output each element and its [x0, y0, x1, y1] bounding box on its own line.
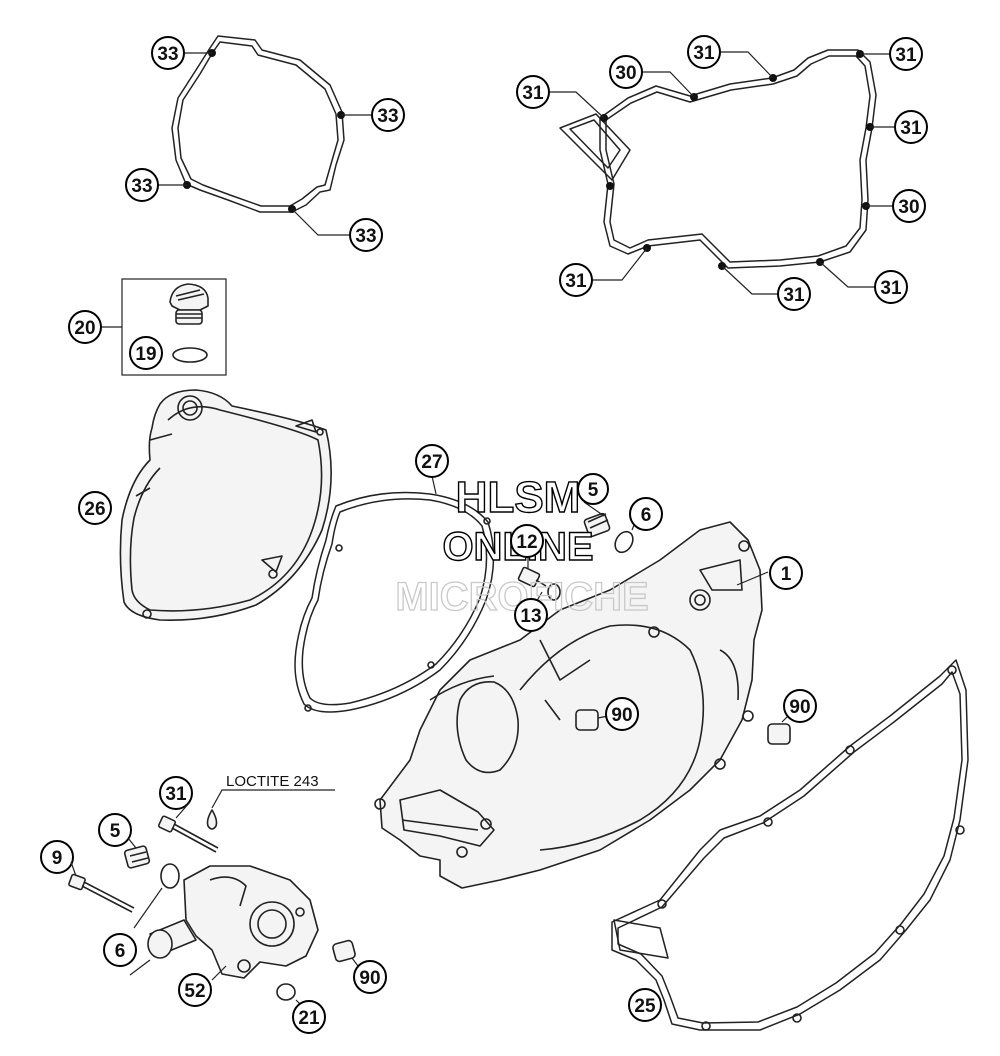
callout-13: 13 [514, 598, 548, 632]
svg-text:90: 90 [611, 705, 632, 726]
svg-text:31: 31 [895, 45, 917, 66]
callout-33: 33 [151, 36, 185, 70]
o-ring-filler-plug [172, 347, 208, 363]
callout-5: 5 [577, 473, 609, 505]
callout-31: 31 [687, 35, 721, 69]
svg-text:33: 33 [157, 44, 178, 65]
gasket-outer-cover [294, 491, 495, 713]
screw-bleed [517, 566, 547, 588]
callout-33: 33 [349, 218, 383, 252]
svg-text:5: 5 [588, 480, 599, 501]
callout-26: 26 [78, 491, 112, 525]
svg-text:19: 19 [135, 344, 156, 365]
gasket-main-cover [611, 659, 969, 1031]
bolt-short [157, 815, 219, 853]
svg-text:31: 31 [900, 118, 922, 139]
svg-text:33: 33 [377, 106, 398, 127]
loctite-drop-icon [206, 809, 218, 830]
callout-31: 31 [894, 110, 928, 144]
callout-19: 19 [129, 336, 163, 370]
svg-text:33: 33 [131, 176, 152, 197]
svg-text:26: 26 [84, 499, 105, 520]
callout-12: 12 [510, 524, 544, 558]
svg-text:90: 90 [789, 697, 810, 718]
callout-9: 9 [40, 840, 74, 874]
sealing-ring-upper [614, 530, 634, 554]
callout-33: 33 [125, 168, 159, 202]
callout-30: 30 [609, 55, 643, 89]
svg-text:31: 31 [693, 43, 715, 64]
filler-plug [169, 283, 209, 325]
callout-52: 52 [178, 973, 212, 1007]
callout-31: 31 [777, 277, 811, 311]
svg-text:33: 33 [355, 226, 376, 247]
svg-text:25: 25 [634, 996, 656, 1017]
dowel-sleeve-center [575, 709, 599, 731]
gasket-ignition-cover [171, 35, 345, 213]
gasket-clutch-cover [559, 49, 877, 269]
callout-21: 21 [292, 1000, 326, 1034]
callout-31: 31 [874, 270, 908, 304]
svg-text:90: 90 [359, 968, 380, 989]
svg-text:30: 30 [898, 197, 919, 218]
svg-text:52: 52 [184, 981, 205, 1002]
callout-1: 1 [769, 556, 803, 590]
callout-5: 5 [98, 813, 132, 847]
callout-6: 6 [629, 497, 663, 531]
callout-20: 20 [68, 310, 102, 344]
callout-25: 25 [628, 988, 662, 1022]
callout-27: 27 [415, 444, 449, 478]
water-pump-cover [147, 865, 319, 979]
svg-text:31: 31 [880, 278, 902, 299]
dowel-sleeve-right [767, 723, 791, 745]
svg-text:20: 20 [74, 318, 95, 339]
svg-text:6: 6 [115, 941, 126, 962]
dowel-sleeve-pump [332, 939, 356, 963]
outer-clutch-cover [119, 389, 332, 622]
watermark: HLSM ONLINE MICROFICHE [395, 472, 650, 619]
callout-31: 31 [159, 776, 193, 810]
loctite-note: LOCTITE 243 [226, 773, 319, 790]
watermark-line-1: HLSM [456, 473, 581, 522]
svg-text:31: 31 [783, 285, 805, 306]
svg-text:9: 9 [52, 848, 63, 869]
drain-plug-lower [123, 845, 151, 869]
svg-text:6: 6 [641, 505, 652, 526]
o-ring-pump [276, 983, 296, 1001]
watermark-line-2: ONLINE [442, 525, 593, 569]
svg-text:1: 1 [781, 564, 792, 585]
callout-30: 30 [892, 189, 926, 223]
callout-90: 90 [605, 697, 639, 731]
callout-31: 31 [559, 263, 593, 297]
svg-text:21: 21 [298, 1008, 320, 1029]
washer-bleed [547, 583, 561, 601]
callout-31: 31 [516, 75, 550, 109]
clutch-cover-main [374, 521, 763, 889]
svg-text:12: 12 [516, 532, 537, 553]
callout-31: 31 [889, 37, 923, 71]
svg-text:5: 5 [110, 821, 121, 842]
filler-plug-group [121, 278, 227, 376]
svg-text:31: 31 [522, 83, 544, 104]
svg-text:27: 27 [421, 452, 442, 473]
bolt-long [68, 873, 135, 913]
svg-text:13: 13 [520, 606, 541, 627]
sealing-ring-lower [160, 863, 180, 889]
svg-text:30: 30 [615, 63, 636, 84]
callout-6: 6 [103, 933, 137, 967]
svg-text:31: 31 [565, 271, 587, 292]
callout-33: 33 [371, 98, 405, 132]
callout-90: 90 [353, 960, 387, 994]
gasket-screw-holes-top-left [183, 49, 345, 213]
callout-90: 90 [783, 689, 817, 723]
svg-text:31: 31 [165, 784, 187, 805]
